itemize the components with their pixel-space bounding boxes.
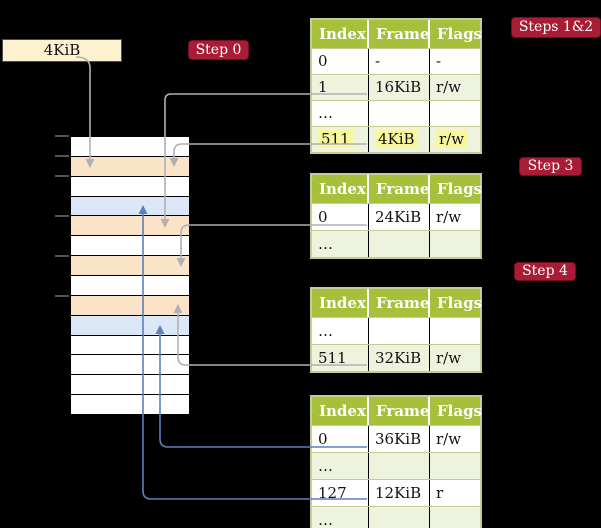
table-4-header: Index Frame Flags xyxy=(312,397,482,426)
page-size-label: 4KiB xyxy=(43,41,81,59)
memory-row-white xyxy=(71,335,189,356)
table-row: … xyxy=(312,231,480,257)
table-row: … xyxy=(312,101,480,127)
page-table-4: Index Frame Flags 0 36KiB r/w … 127 12Ki… xyxy=(310,395,482,528)
memory-row-orange xyxy=(71,156,189,177)
col-header-index: Index xyxy=(312,397,369,425)
memory-column xyxy=(70,136,190,415)
cell-index: 511 xyxy=(312,127,369,152)
cell-frame xyxy=(369,507,430,528)
table-1-header: Index Frame Flags xyxy=(312,20,482,49)
table-row: … xyxy=(312,318,480,345)
cell-frame: 16KiB xyxy=(369,75,430,100)
cell-flags xyxy=(430,318,480,344)
cell-frame: 32KiB xyxy=(369,345,430,371)
highlighted-value: 4KiB xyxy=(375,130,418,148)
memory-row-white xyxy=(71,276,189,296)
page-table-2: Index Frame Flags 0 24KiB r/w … xyxy=(310,173,482,259)
cell-frame xyxy=(369,453,430,479)
col-header-index: Index xyxy=(312,289,369,317)
cell-flags: r/w xyxy=(436,430,462,448)
cell-index: … xyxy=(312,101,369,126)
memory-row-blue xyxy=(71,196,189,217)
highlighted-value: 511 xyxy=(318,130,353,148)
cell-index: 0 xyxy=(312,49,369,74)
page-table-3: Index Frame Flags … 511 32KiB r/w xyxy=(310,287,482,373)
table-row-highlighted: 511 4KiB r/w xyxy=(312,127,480,152)
cell-flags: r/w xyxy=(436,208,462,226)
table-row: 0 - - xyxy=(312,49,480,75)
memory-tick-marks xyxy=(55,135,69,297)
table-row: 1 16KiB r/w xyxy=(312,75,480,101)
cell-index: 511 xyxy=(312,345,369,371)
cell-index: 1 xyxy=(312,75,369,100)
table-2-header: Index Frame Flags xyxy=(312,175,482,204)
memory-row-white xyxy=(71,176,189,197)
memory-row-orange xyxy=(71,216,189,237)
step-0-label: Step 0 xyxy=(195,42,242,58)
cell-flags: r/w xyxy=(436,78,462,96)
memory-row-blue xyxy=(71,315,189,336)
table-row: 511 32KiB r/w xyxy=(312,345,480,371)
col-header-index: Index xyxy=(312,20,369,48)
cell-flags: r/w xyxy=(436,349,462,367)
cell-flags xyxy=(430,101,480,126)
memory-row-white xyxy=(71,395,189,415)
page-size-box: 4KiB xyxy=(2,39,122,62)
cell-frame xyxy=(369,231,430,257)
cell-frame: 12KiB xyxy=(369,480,430,506)
cell-flags xyxy=(430,453,480,479)
cell-index: 0 xyxy=(312,426,369,452)
col-header-frame: Frame xyxy=(369,20,430,48)
memory-row-orange xyxy=(71,295,189,316)
steps-1-2-badge: Steps 1&2 xyxy=(511,17,601,38)
memory-row-white xyxy=(71,236,189,257)
cell-index: … xyxy=(312,453,369,479)
step-3-label: Step 3 xyxy=(527,158,574,174)
table-row: 127 12KiB r xyxy=(312,480,480,507)
cell-frame xyxy=(369,101,430,126)
cell-index: 0 xyxy=(312,204,369,230)
cell-index: … xyxy=(312,318,369,344)
step-3-badge: Step 3 xyxy=(519,157,582,176)
col-header-frame: Frame xyxy=(369,175,430,203)
col-header-frame: Frame xyxy=(369,289,430,317)
steps-1-2-label: Steps 1&2 xyxy=(518,19,594,35)
table-row: 0 36KiB r/w xyxy=(312,426,480,453)
cell-flags: r/w xyxy=(430,127,480,152)
memory-row-white xyxy=(71,375,189,396)
cell-index: … xyxy=(312,231,369,257)
memory-row-white xyxy=(71,137,189,157)
cell-flags: r xyxy=(436,484,444,502)
cell-frame: - xyxy=(369,49,430,74)
table-row: … xyxy=(312,453,480,480)
col-header-index: Index xyxy=(312,175,369,203)
col-header-frame: Frame xyxy=(369,397,430,425)
table-row: … xyxy=(312,507,480,528)
step-4-label: Step 4 xyxy=(522,263,568,279)
cell-flags xyxy=(430,507,480,528)
cell-index: 127 xyxy=(312,480,369,506)
cell-flags xyxy=(430,231,480,257)
cell-frame: 4KiB xyxy=(369,127,430,152)
memory-row-orange xyxy=(71,256,189,277)
table-3-header: Index Frame Flags xyxy=(312,289,482,318)
cell-frame: 24KiB xyxy=(369,204,430,230)
cell-flags: - xyxy=(436,52,442,70)
step-4-badge: Step 4 xyxy=(514,262,576,281)
col-header-flags: Flags xyxy=(437,402,482,420)
col-header-flags: Flags xyxy=(437,180,482,198)
cell-frame xyxy=(369,318,430,344)
table-row: 0 24KiB r/w xyxy=(312,204,480,231)
page-table-1: Index Frame Flags 0 - - 1 16KiB r/w … 51… xyxy=(310,18,482,154)
step-0-badge: Step 0 xyxy=(188,40,249,60)
col-header-flags: Flags xyxy=(437,25,482,43)
cell-frame: 36KiB xyxy=(369,426,430,452)
cell-index: … xyxy=(312,507,369,528)
col-header-flags: Flags xyxy=(437,294,482,312)
memory-row-white xyxy=(71,355,189,376)
highlighted-value: r/w xyxy=(436,130,468,148)
